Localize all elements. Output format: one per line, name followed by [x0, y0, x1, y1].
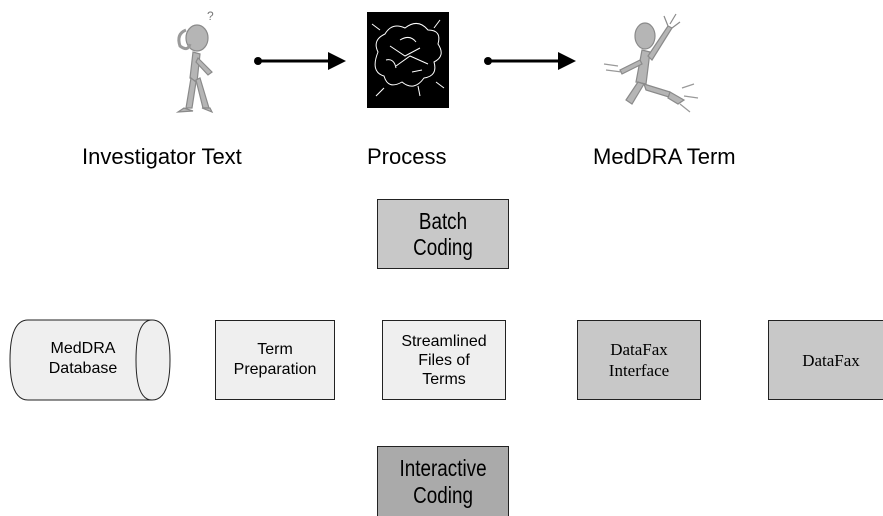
jumping-stick-figure-icon [603, 13, 699, 113]
term-preparation-box: Term Preparation [215, 320, 335, 400]
process-caption: Process [367, 144, 447, 169]
interactive-coding-box: Interactive Coding [377, 446, 509, 516]
svg-text:?: ? [207, 9, 214, 23]
datafax-interface-box: DataFax Interface [577, 320, 701, 400]
datafax-box: DataFax [768, 320, 883, 400]
streamlined-files-box: Streamlined Files of Terms [382, 320, 506, 400]
explosion-burst-icon [367, 12, 449, 108]
meddra-database-cylinder [9, 319, 171, 401]
streamlined-files-label: Streamlined Files of Terms [401, 332, 487, 388]
term-preparation-label: Term Preparation [233, 341, 317, 378]
investigator-text-caption: Investigator Text [82, 144, 242, 169]
arrow-icon [254, 52, 346, 70]
arrow-icon [484, 52, 576, 70]
confused-stick-figure-icon: ? [175, 9, 214, 114]
batch-coding-label: Batch Coding [413, 208, 473, 260]
datafax-label: DataFax [802, 350, 860, 370]
interactive-coding-label: Interactive Coding [399, 454, 487, 508]
batch-coding-box: Batch Coding [377, 199, 509, 269]
meddra-database-label: MedDRA Database [48, 340, 118, 377]
meddra-term-caption: MedDRA Term [593, 144, 736, 169]
datafax-interface-label: DataFax Interface [608, 340, 670, 380]
